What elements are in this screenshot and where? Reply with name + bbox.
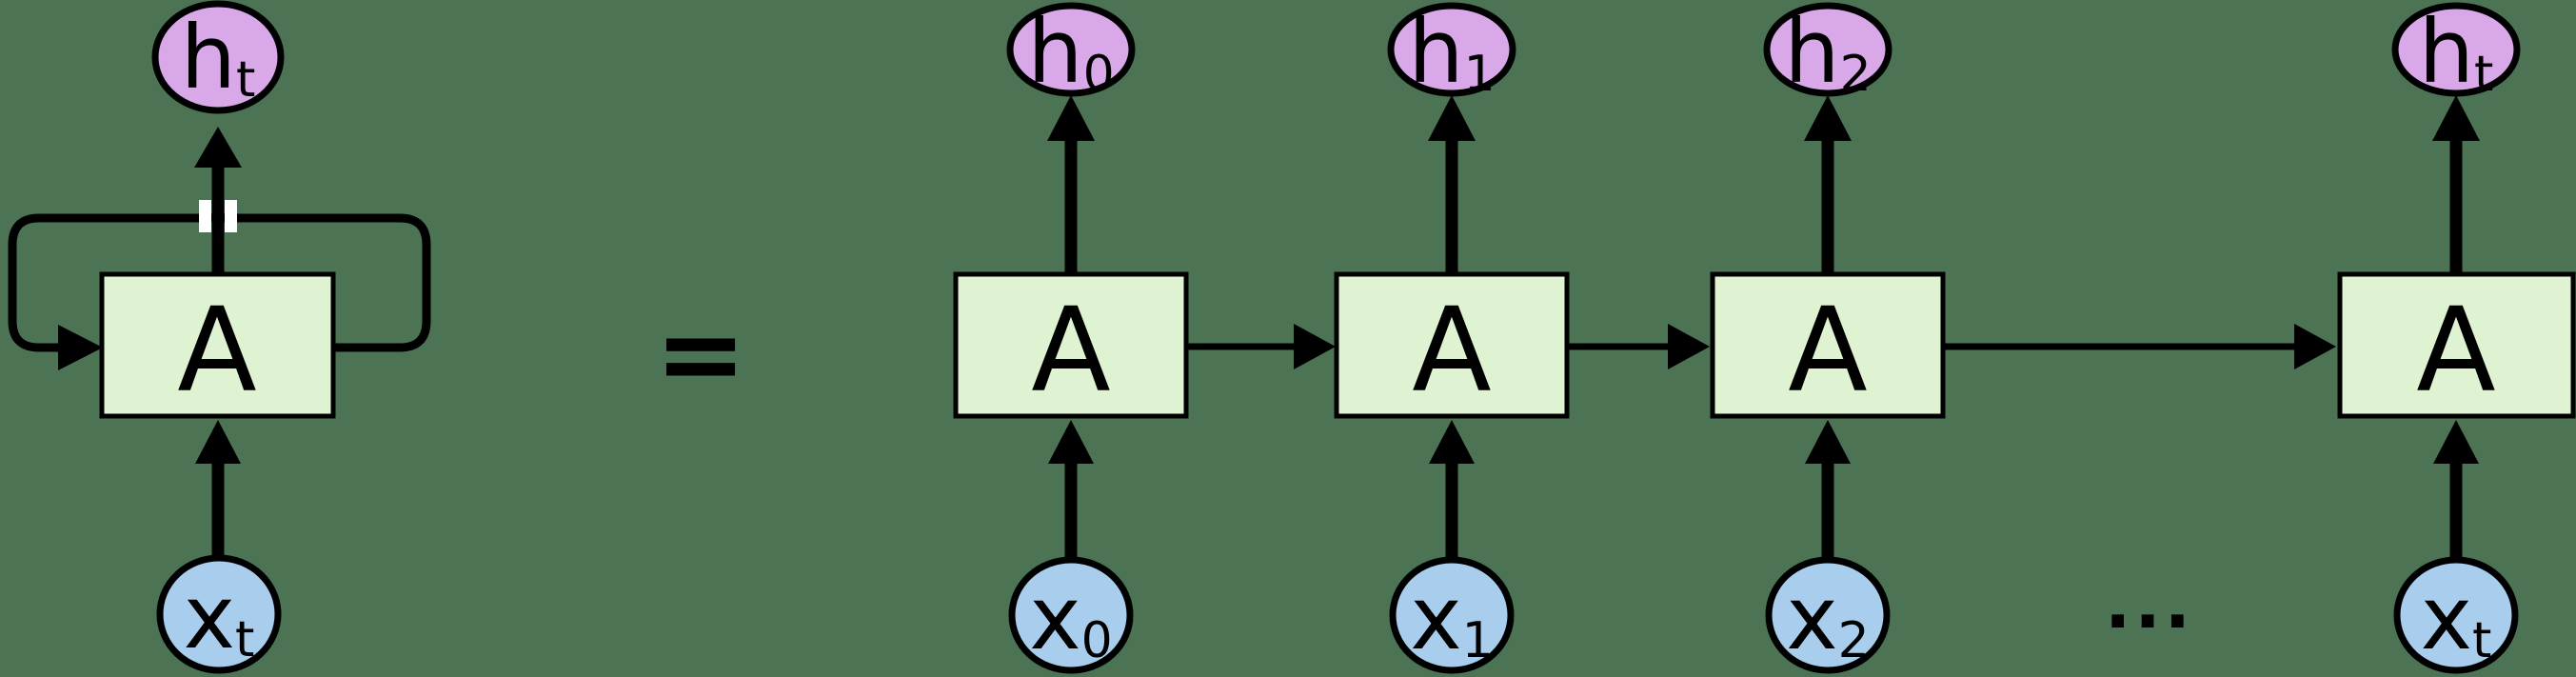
cell-box — [2337, 271, 2576, 419]
input-arrowhead — [1048, 420, 1094, 464]
equals-sign: = — [655, 290, 746, 418]
output-arrow-shaft — [1445, 138, 1458, 276]
ellipsis: ... — [2105, 564, 2194, 644]
output-arrowhead — [194, 127, 242, 168]
transfer-arrow-1-2-head — [1668, 324, 1710, 369]
hidden-state-node — [1387, 2, 1516, 97]
output-arrow-shaft — [1064, 138, 1078, 276]
unrolled-cell-1: A h1 x1 — [1334, 1, 1570, 674]
cell-label: A — [1031, 283, 1110, 418]
hidden-state-node — [1006, 2, 1136, 97]
state-transfer-arrows — [1186, 324, 2336, 369]
hidden-state-label: h2 — [1784, 1, 1871, 104]
hidden-state-node — [151, 0, 285, 114]
input-node — [1008, 556, 1134, 674]
input-node — [1765, 556, 1891, 674]
input-node — [2393, 556, 2519, 674]
transfer-arrow-1-2-shaft — [1565, 343, 1674, 350]
input-label: x1 — [1410, 567, 1494, 670]
unrolled-cell-2: A h2 x2 — [1710, 1, 1946, 674]
input-arrow-shaft — [2449, 459, 2463, 562]
transfer-arrow-0-1-shaft — [1186, 343, 1299, 350]
loop-arrowhead — [58, 325, 103, 370]
cell-label: A — [2416, 283, 2495, 418]
input-arrow-shaft — [211, 459, 225, 560]
output-arrow-shaft — [1821, 138, 1834, 276]
transfer-arrow-2-t-shaft — [1943, 343, 2300, 350]
cell-label: A — [1412, 283, 1491, 418]
hidden-state-label: h1 — [1408, 1, 1495, 104]
output-arrowhead — [1428, 95, 1476, 141]
output-arrow-shaft — [211, 164, 225, 276]
input-arrow-shaft — [1064, 459, 1078, 562]
input-arrowhead — [2433, 420, 2479, 464]
cell-box — [1710, 271, 1946, 419]
input-label: x0 — [1029, 567, 1113, 670]
cell-box — [99, 271, 336, 419]
cell-box — [1334, 271, 1570, 419]
transfer-arrow-2-t-head — [2294, 324, 2336, 369]
input-arrow-shaft — [1821, 459, 1834, 562]
input-label: x2 — [1786, 567, 1870, 670]
input-arrow-shaft — [1445, 459, 1458, 562]
input-label: xt — [184, 567, 255, 669]
input-arrowhead — [1805, 420, 1851, 464]
loop-crossing-gap-right — [225, 200, 237, 232]
input-arrowhead — [195, 420, 241, 464]
input-node — [156, 554, 282, 674]
hidden-state-node — [2391, 2, 2521, 97]
input-node — [1389, 556, 1515, 674]
cell-label: A — [1788, 283, 1867, 418]
loop-crossing-gap-left — [199, 200, 211, 232]
cell-box — [953, 271, 1189, 419]
input-arrowhead — [1429, 420, 1475, 464]
output-arrowhead — [1047, 95, 1095, 141]
cell-label: A — [177, 283, 256, 418]
hidden-state-label: ht — [181, 7, 256, 110]
unrolled-cell-t: A ht xt — [2337, 1, 2576, 674]
hidden-state-label: ht — [2419, 1, 2494, 104]
rolled-rnn-cell: A ht xt — [8, 0, 431, 674]
input-label: xt — [2421, 567, 2492, 670]
output-arrowhead — [2432, 95, 2480, 141]
unrolled-cell-0: A h0 x0 — [953, 1, 1189, 674]
transfer-arrow-0-1-head — [1294, 324, 1336, 369]
hidden-state-label: h0 — [1027, 1, 1114, 104]
output-arrowhead — [1804, 95, 1852, 141]
output-arrow-shaft — [2449, 138, 2463, 276]
hidden-state-node — [1763, 2, 1892, 97]
